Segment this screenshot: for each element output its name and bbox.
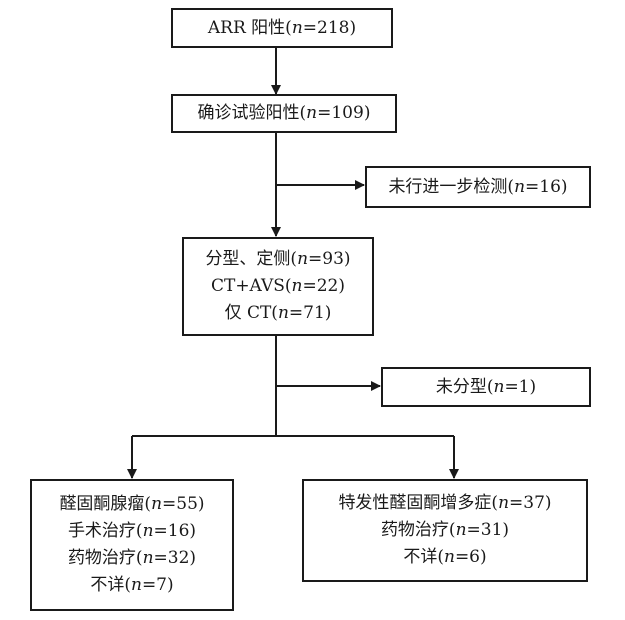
node-aldosteronoma: 醛固酮腺瘤(n=55) 手术治疗(n=16) 药物治疗(n=32) 不详(n=7…	[30, 479, 234, 611]
node-line: ARR 阳性(n=218)	[207, 17, 357, 38]
node-line: CT+AVS(n=22)	[210, 276, 346, 296]
node-line: 药物治疗(n=32)	[67, 548, 197, 568]
node-untyped: 未分型(n=1)	[381, 367, 591, 407]
node-line: 分型、定侧(n=93)	[205, 249, 351, 269]
node-line: 不详(n=6)	[403, 547, 487, 567]
node-line: 特发性醛固酮增多症(n=37)	[338, 493, 552, 513]
node-line: 未行进一步检测(n=16)	[388, 176, 568, 197]
node-line: 仅 CT(n=71)	[224, 303, 332, 323]
node-line: 未分型(n=1)	[435, 376, 537, 397]
node-confirmatory-test-positive: 确诊试验阳性(n=109)	[171, 94, 397, 133]
node-line: 不详(n=7)	[90, 575, 174, 595]
node-line: 药物治疗(n=31)	[380, 520, 510, 540]
node-line: 确诊试验阳性(n=109)	[197, 103, 371, 123]
node-typing-lateralization: 分型、定侧(n=93) CT+AVS(n=22) 仅 CT(n=71)	[182, 237, 374, 336]
node-no-further-testing: 未行进一步检测(n=16)	[365, 166, 591, 208]
node-line: 手术治疗(n=16)	[67, 521, 197, 541]
node-arr-positive: ARR 阳性(n=218)	[171, 8, 393, 48]
node-line: 醛固酮腺瘤(n=55)	[59, 494, 205, 514]
node-idiopathic-hyperaldosteronism: 特发性醛固酮增多症(n=37) 药物治疗(n=31) 不详(n=6)	[302, 479, 588, 582]
